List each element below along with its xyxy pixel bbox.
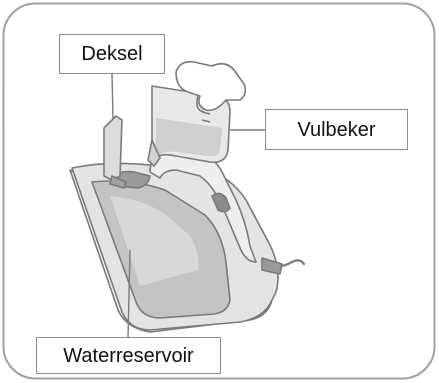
reservoir-label: Waterreservoir xyxy=(36,337,221,374)
cup-spout xyxy=(147,139,161,167)
hand-finger xyxy=(196,95,205,113)
leader-lines xyxy=(111,73,266,339)
cup-water xyxy=(156,118,222,158)
cup-mark-3 xyxy=(201,119,211,123)
lid-leader xyxy=(111,73,114,121)
hand xyxy=(175,60,247,112)
lid-label: Deksel xyxy=(59,34,165,74)
reservoir-highlight xyxy=(110,196,199,286)
reservoir-leader xyxy=(127,249,131,339)
cup-label: Vulbeker xyxy=(265,109,408,150)
lid-hinge xyxy=(109,175,127,189)
cord-strain-relief xyxy=(261,257,283,275)
fill-cup xyxy=(147,60,247,167)
handle-button xyxy=(211,192,231,213)
lid-flap xyxy=(103,115,123,181)
steam-iron xyxy=(69,149,306,333)
lid xyxy=(103,115,127,189)
